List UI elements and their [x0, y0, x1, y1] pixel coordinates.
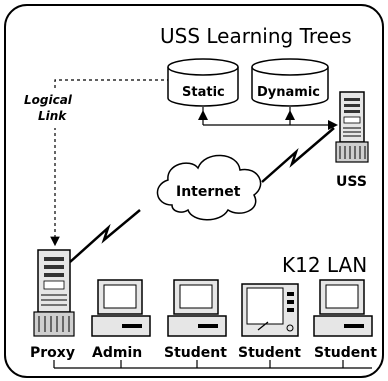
dynamic-arrowhead [285, 110, 295, 120]
logical-link-label-1: Logical [24, 93, 73, 107]
node-label-admin: Admin [92, 345, 142, 361]
static-database-label: Static [182, 85, 225, 100]
node-label-student-2: Student [238, 345, 301, 361]
dynamic-database-icon: Dynamic [251, 58, 329, 107]
diagram-frame [4, 4, 384, 378]
node-label-proxy: Proxy [30, 345, 75, 361]
node-label-student-3: Student [314, 345, 377, 361]
logical-link-label-2: Link [38, 109, 67, 123]
proxy-server-tower-icon [33, 249, 75, 337]
lan-title: K12 LAN [282, 253, 367, 277]
logical-link-label-bg [16, 88, 86, 128]
proxy-internet-link [69, 209, 141, 263]
student-desktop-computer-icon-1 [167, 279, 227, 337]
dynamic-database-label: Dynamic [257, 85, 320, 100]
internet-uss-link [261, 127, 335, 183]
static-arrowhead [198, 110, 208, 120]
logical-link-line [50, 79, 170, 247]
internet-cloud-icon [156, 154, 262, 221]
uss-label: USS [336, 174, 367, 190]
student-touch-terminal-icon [241, 283, 299, 337]
student-desktop-computer-icon-2 [313, 279, 373, 337]
uss-server-tower-icon [335, 91, 369, 163]
node-label-student-1: Student [164, 345, 227, 361]
internet-label: Internet [176, 184, 241, 200]
uss-arrowhead [328, 120, 338, 130]
static-database-icon: Static [167, 58, 239, 107]
diagram-title: USS Learning Trees [160, 24, 352, 48]
admin-desktop-computer-icon [91, 279, 151, 337]
